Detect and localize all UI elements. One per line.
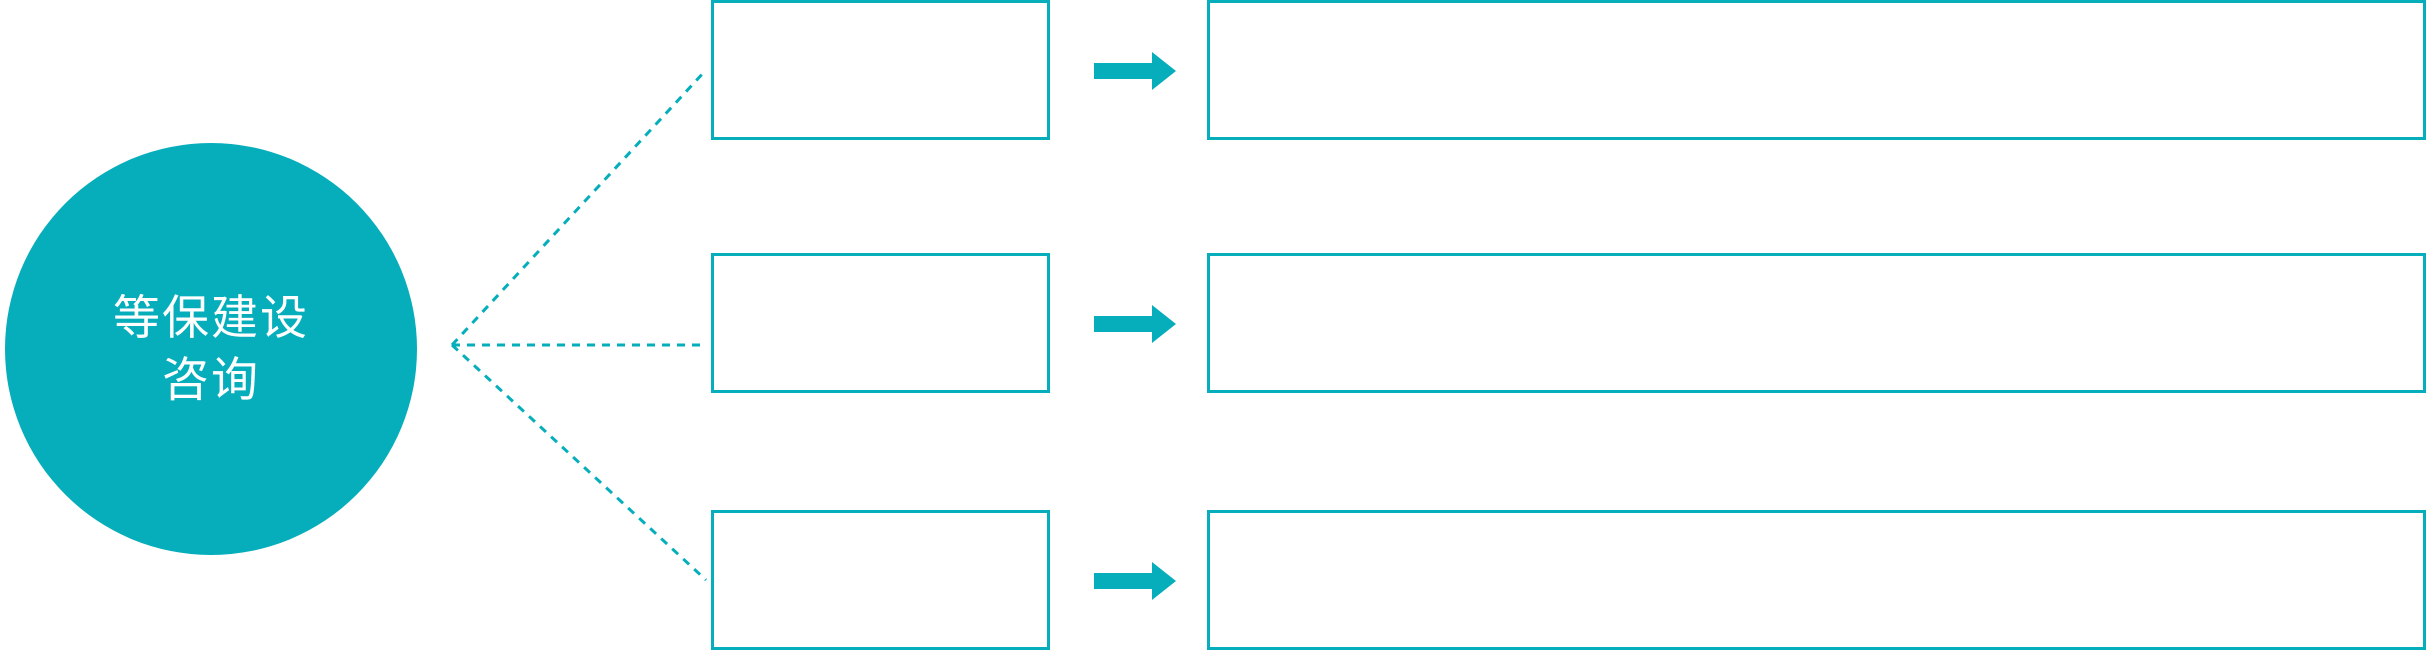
row-label-box[interactable] xyxy=(711,253,1050,393)
connector-line-top xyxy=(450,68,708,347)
hub-circle[interactable]: 等保建设 咨询 xyxy=(5,143,417,555)
arrow-right-icon xyxy=(1094,52,1176,90)
row-label-box[interactable] xyxy=(711,510,1050,650)
arrow-right-icon xyxy=(1094,562,1176,600)
arrow-right-icon xyxy=(1094,305,1176,343)
row-label-box[interactable] xyxy=(711,0,1050,140)
connector-line-bottom xyxy=(450,343,708,582)
row-detail-box[interactable] xyxy=(1207,510,2426,650)
hub-title-line-1: 等保建设 xyxy=(113,291,309,344)
row-detail-box[interactable] xyxy=(1207,253,2426,393)
row-detail-box[interactable] xyxy=(1207,0,2426,140)
hub-title-line-2: 咨询 xyxy=(162,353,260,406)
